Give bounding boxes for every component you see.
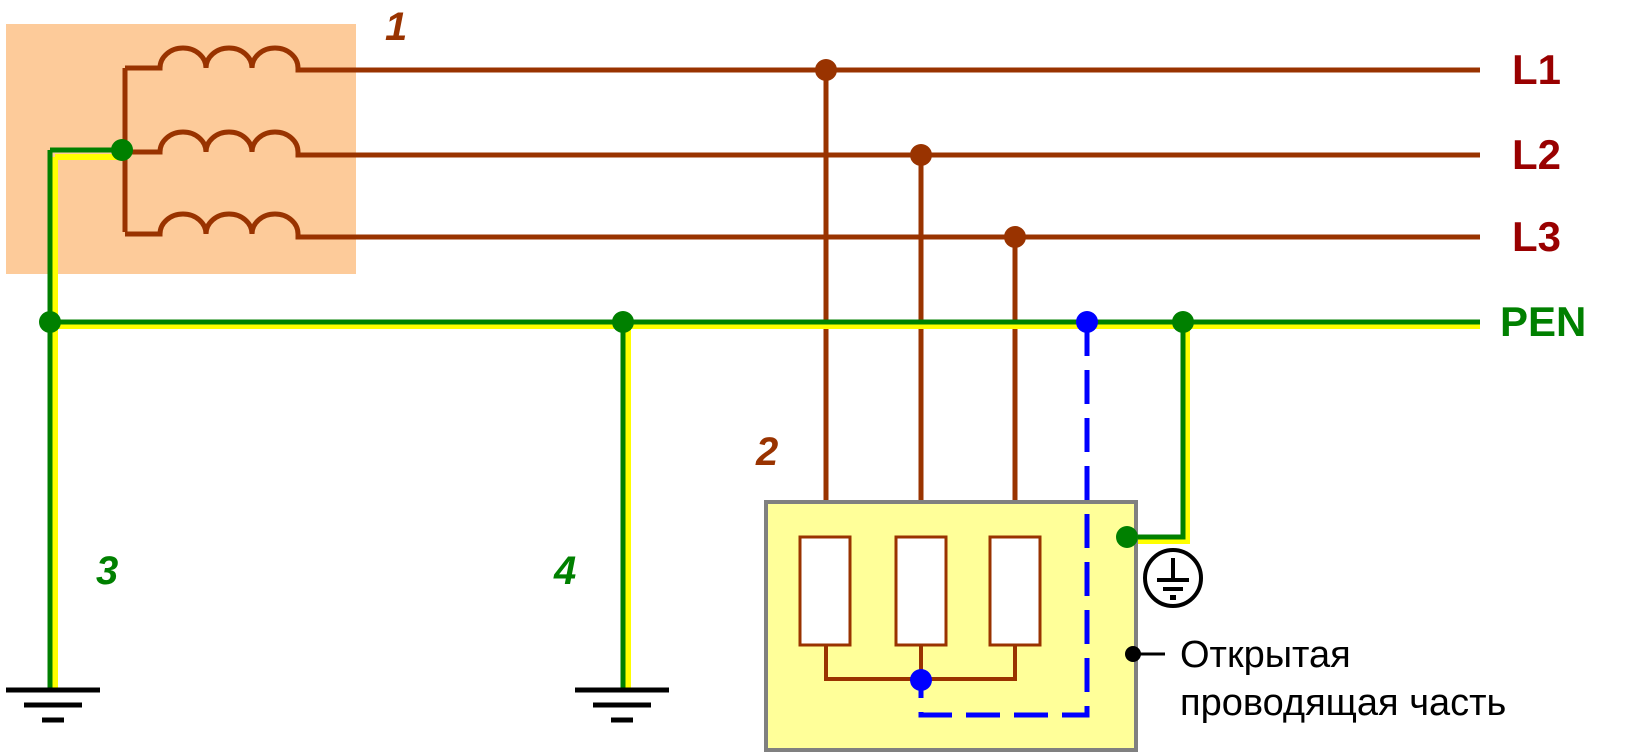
ground-number-3: 3 [96,549,118,593]
junction-dot [910,669,932,691]
source-number: 1 [385,5,407,49]
load-number: 2 [755,430,778,474]
exposed-part-label-1: Открытая [1180,634,1351,676]
blue-bond-dashed [918,322,1090,718]
ground-icon [575,687,669,723]
junction-dot [1116,526,1138,548]
junction-dot [1004,226,1026,248]
label-l2: L2 [1512,131,1561,178]
pen-conductors [47,147,1480,690]
protective-earth-icon [1143,548,1203,608]
junction-dot [1172,311,1194,333]
transformer-windings [122,45,1480,537]
load-resistors [798,535,1042,647]
ground-number-4: 4 [553,549,576,593]
junction-dot [1076,311,1098,333]
exposed-part-label-2: проводящая часть [1180,682,1506,724]
junction-dot [39,311,61,333]
ground-icon [6,687,100,723]
junction-dot [612,311,634,333]
label-l1: L1 [1512,46,1561,93]
label-pen: PEN [1500,298,1586,345]
junction-dot [910,144,932,166]
junction-dot [815,59,837,81]
label-l3: L3 [1512,213,1561,260]
junction-dot [111,139,133,161]
